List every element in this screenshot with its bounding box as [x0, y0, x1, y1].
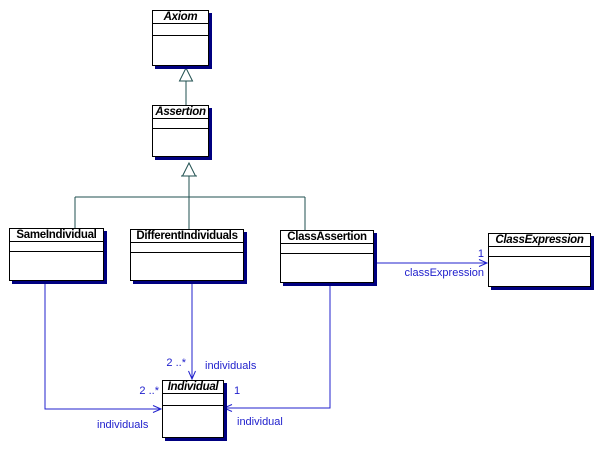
- attributes-compartment: [281, 243, 373, 253]
- class-name: DifferentIndividuals: [136, 230, 238, 242]
- class-name: Individual: [167, 381, 219, 393]
- class-individual[interactable]: Individual: [162, 380, 224, 438]
- class-differentindividuals[interactable]: DifferentIndividuals: [130, 229, 244, 281]
- association-sameindividual-individuals-edge[interactable]: [44, 281, 163, 413]
- generalization-assertion-axiom[interactable]: [178, 66, 194, 105]
- class-name: ClassExpression: [495, 234, 584, 246]
- operations-compartment: [153, 128, 208, 156]
- association-name-label[interactable]: individuals: [97, 419, 149, 431]
- association-name-label[interactable]: individual: [237, 416, 283, 428]
- open-arrowhead-icon: [188, 370, 196, 381]
- class-name: Assertion: [155, 106, 206, 118]
- multiplicity-label[interactable]: 2 ..*: [139, 385, 159, 397]
- class-name: Axiom: [163, 11, 198, 23]
- attributes-compartment: [10, 241, 103, 251]
- attributes-compartment: [153, 118, 208, 128]
- multiplicity-label[interactable]: 2 ..*: [166, 357, 186, 369]
- class-sameindividual[interactable]: SameIndividual: [9, 228, 104, 281]
- inheritance-triangle-icon: [178, 66, 194, 82]
- attributes-compartment: [131, 242, 243, 252]
- open-arrowhead-icon: [152, 405, 163, 413]
- multiplicity-label[interactable]: 1: [234, 385, 241, 397]
- multiplicity-label[interactable]: 1: [477, 248, 484, 260]
- association-name-label[interactable]: individuals: [205, 360, 257, 372]
- operations-compartment: [489, 256, 590, 286]
- class-name: SameIndividual: [16, 229, 97, 241]
- class-assertion[interactable]: Assertion: [152, 105, 209, 157]
- open-arrowhead-icon: [222, 404, 233, 412]
- association-classexpression-edge[interactable]: [373, 259, 489, 267]
- class-name: ClassAssertion: [287, 231, 367, 243]
- operations-compartment: [281, 253, 373, 282]
- open-arrowhead-icon: [478, 259, 489, 267]
- class-classexpression[interactable]: ClassExpression: [488, 233, 591, 287]
- association-name-label[interactable]: classExpression: [404, 267, 484, 279]
- class-classassertion[interactable]: ClassAssertion: [280, 230, 374, 283]
- operations-compartment: [10, 251, 103, 280]
- operations-compartment: [131, 252, 243, 280]
- generalization-subclasses-assertion[interactable]: [74, 161, 306, 230]
- attributes-compartment: [153, 23, 208, 35]
- operations-compartment: [153, 35, 208, 65]
- association-differentindividuals-individuals-edge[interactable]: [188, 281, 196, 381]
- association-classassertion-individual-edge[interactable]: [222, 283, 331, 412]
- class-axiom[interactable]: Axiom: [152, 10, 209, 66]
- attributes-compartment: [489, 246, 590, 256]
- inheritance-triangle-icon: [181, 161, 197, 177]
- attributes-compartment: [163, 393, 223, 405]
- operations-compartment: [163, 405, 223, 437]
